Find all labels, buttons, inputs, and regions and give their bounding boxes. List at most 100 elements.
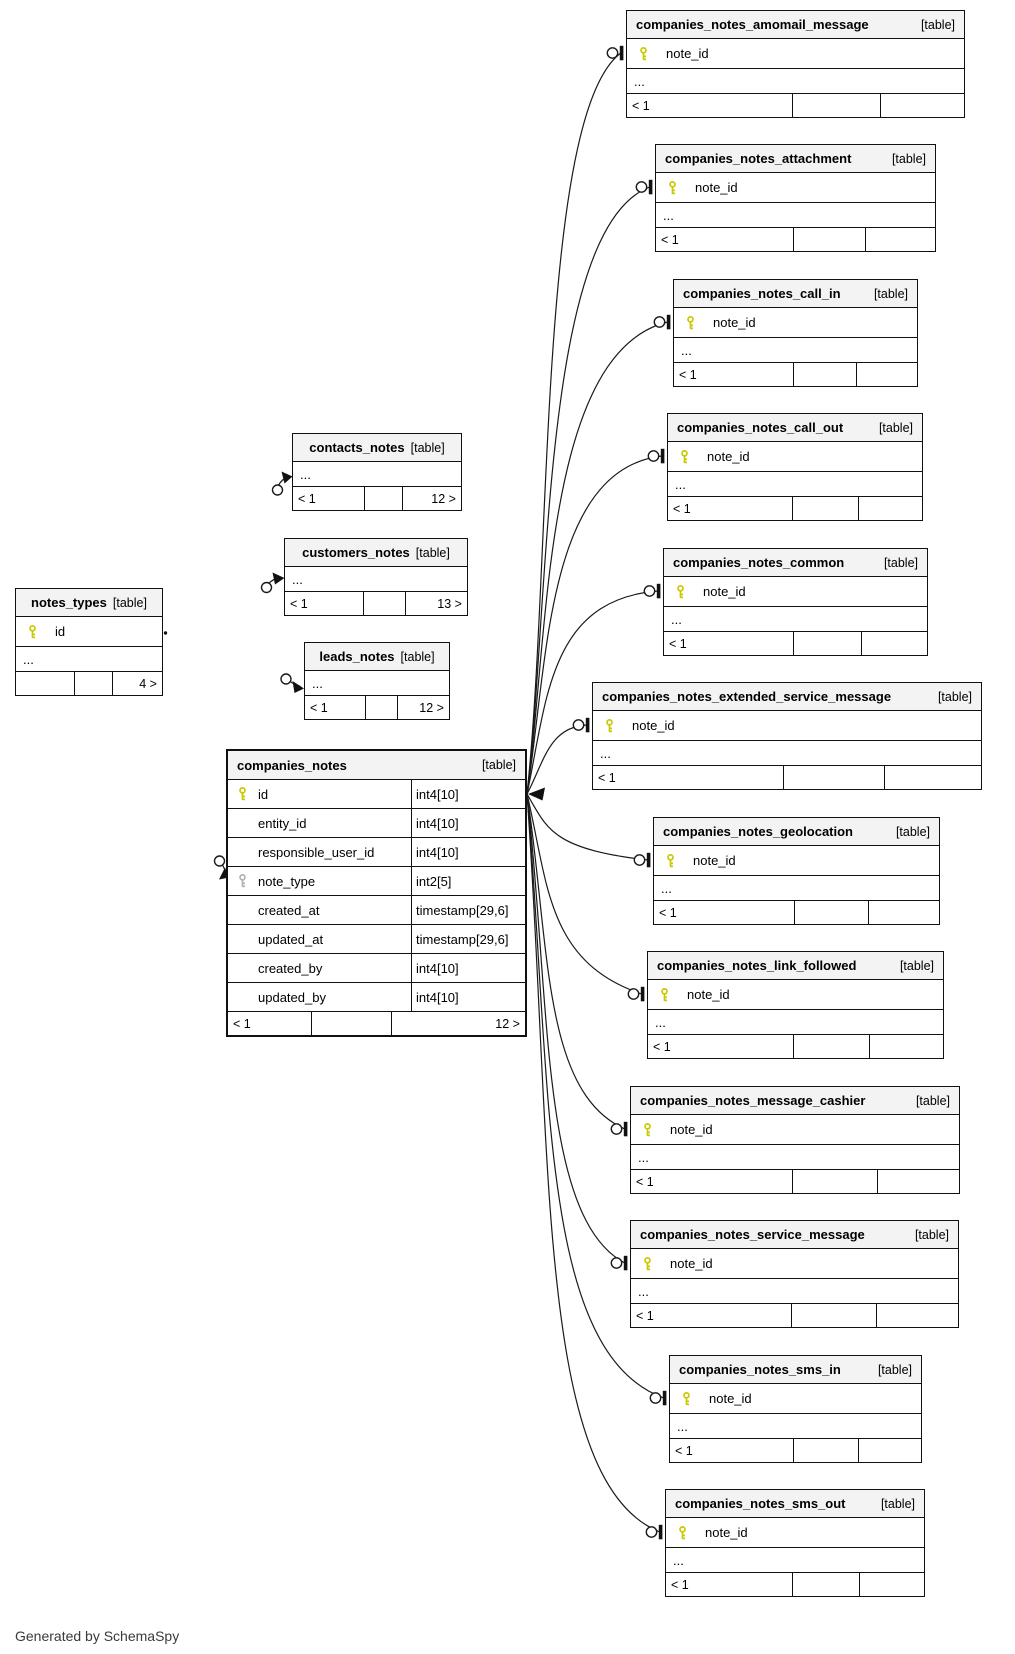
table-footer: < 1: [670, 1439, 921, 1462]
column-name: entity_id: [258, 815, 307, 831]
table-badge: [table]: [415, 545, 450, 560]
column-note_id[interactable]: note_id: [666, 1518, 924, 1548]
table-footer: 4 >: [16, 672, 162, 695]
table-badge: [table]: [400, 649, 435, 664]
table-companies_notes_call_out[interactable]: companies_notes_call_out [table] note_id…: [667, 413, 923, 521]
column-note_id[interactable]: note_id: [656, 173, 935, 203]
primary-key-icon: [27, 624, 42, 639]
footer-prev-link[interactable]: < 1: [675, 1443, 693, 1458]
footer-prev-link[interactable]: < 1: [636, 1174, 654, 1189]
table-name: companies_notes_sms_out: [675, 1496, 846, 1511]
footer-cell: [792, 1573, 859, 1596]
column-created_by[interactable]: created_by int4[10]: [228, 954, 525, 983]
table-footer: < 1: [593, 766, 981, 789]
footer-prev-link[interactable]: < 1: [290, 596, 308, 611]
table-footer: < 1 12 >: [293, 487, 461, 510]
column-updated_by[interactable]: updated_by int4[10]: [228, 983, 525, 1012]
column-note_id[interactable]: note_id: [670, 1384, 921, 1414]
column-note_type[interactable]: note_type int2[5]: [228, 867, 525, 896]
footer-prev-link[interactable]: < 1: [659, 905, 677, 920]
primary-key-icon: [681, 1391, 696, 1406]
table-footer: < 1: [668, 497, 922, 520]
column-id[interactable]: id int4[10]: [228, 780, 525, 809]
footer-next-link[interactable]: 13 >: [405, 592, 467, 615]
table-companies_notes_call_in[interactable]: companies_notes_call_in [table] note_id …: [673, 279, 918, 387]
column-type: int4[10]: [411, 954, 525, 982]
column-note_id[interactable]: note_id: [648, 980, 943, 1010]
column-created_at[interactable]: created_at timestamp[29,6]: [228, 896, 525, 925]
ellipsis-row: ...: [631, 1279, 958, 1304]
column-entity_id[interactable]: entity_id int4[10]: [228, 809, 525, 838]
footer-next-link[interactable]: 12 >: [402, 487, 461, 510]
table-companies_notes_service_message[interactable]: companies_notes_service_message [table] …: [630, 1220, 959, 1328]
table-companies_notes_link_followed[interactable]: companies_notes_link_followed [table] no…: [647, 951, 944, 1059]
table-customers_notes[interactable]: customers_notes [table] ... < 1 13 >: [284, 538, 468, 616]
footer-prev-link[interactable]: < 1: [679, 367, 697, 382]
footer-next-link[interactable]: 12 >: [397, 696, 449, 719]
table-header: leads_notes [table]: [305, 643, 449, 671]
column-note_id[interactable]: note_id: [664, 577, 927, 607]
table-badge: [table]: [410, 440, 445, 455]
table-companies_notes_common[interactable]: companies_notes_common [table] note_id .…: [663, 548, 928, 656]
column-note_id[interactable]: note_id: [627, 39, 964, 69]
footer-prev-link[interactable]: < 1: [598, 770, 616, 785]
table-name: companies_notes_service_message: [640, 1227, 865, 1242]
footer-prev-link[interactable]: < 1: [671, 1577, 689, 1592]
table-companies_notes_geolocation[interactable]: companies_notes_geolocation [table] note…: [653, 817, 940, 925]
fk-arrowhead: [528, 787, 545, 801]
table-contacts_notes[interactable]: contacts_notes [table] ... < 1 12 >: [292, 433, 462, 511]
footer-prev-link[interactable]: < 1: [310, 700, 328, 715]
footer-prev-link[interactable]: < 1: [632, 98, 650, 113]
table-companies_notes_extended_service_message[interactable]: companies_notes_extended_service_message…: [592, 682, 982, 790]
table-header: companies_notes_call_in [table]: [674, 280, 917, 308]
footer-prev-link[interactable]: < 1: [233, 1016, 251, 1031]
table-name: companies_notes_call_in: [683, 286, 841, 301]
column-note_id[interactable]: note_id: [631, 1115, 959, 1145]
table-companies_notes_attachment[interactable]: companies_notes_attachment [table] note_…: [655, 144, 936, 252]
table-companies_notes_message_cashier[interactable]: companies_notes_message_cashier [table] …: [630, 1086, 960, 1194]
primary-key-icon: [642, 1122, 657, 1137]
footer-cell: [792, 632, 861, 655]
footer-next-link[interactable]: 12 >: [391, 1012, 525, 1035]
footer-prev-link[interactable]: < 1: [669, 636, 687, 651]
footer-prev-link[interactable]: < 1: [661, 232, 679, 247]
table-leads_notes[interactable]: leads_notes [table] ... < 1 12 >: [304, 642, 450, 720]
column-note_id[interactable]: note_id: [593, 711, 981, 741]
footer-prev-link[interactable]: < 1: [636, 1308, 654, 1323]
table-footer: < 1: [674, 363, 917, 386]
column-updated_at[interactable]: updated_at timestamp[29,6]: [228, 925, 525, 954]
table-footer: < 1 13 >: [285, 592, 467, 615]
table-footer: < 1: [648, 1035, 943, 1058]
column-note_id[interactable]: note_id: [631, 1249, 958, 1279]
column-type: int2[5]: [411, 867, 525, 895]
footer-cell: [363, 487, 403, 510]
footer-next-link[interactable]: 4 >: [112, 672, 162, 695]
foreign-key-icon: [237, 874, 252, 888]
table-name: companies_notes_geolocation: [663, 824, 853, 839]
table-companies_notes_sms_in[interactable]: companies_notes_sms_in [table] note_id .…: [669, 1355, 922, 1463]
column-name: note_id: [709, 1391, 752, 1406]
primary-key-icon: [604, 718, 619, 733]
column-note_id[interactable]: note_id: [674, 308, 917, 338]
table-badge: [table]: [873, 286, 908, 301]
footer-cell: [365, 696, 397, 719]
table-companies_notes_sms_out[interactable]: companies_notes_sms_out [table] note_id …: [665, 1489, 925, 1597]
column-id[interactable]: id: [16, 617, 162, 647]
table-name: companies_notes_link_followed: [657, 958, 857, 973]
column-responsible_user_id[interactable]: responsible_user_id int4[10]: [228, 838, 525, 867]
ellipsis-row: ...: [293, 462, 461, 487]
footer-prev-link[interactable]: < 1: [673, 501, 691, 516]
footer-cell: [792, 94, 880, 117]
footer-prev-link[interactable]: < 1: [653, 1039, 671, 1054]
table-companies_notes[interactable]: companies_notes [table] id int4[10] enti…: [226, 749, 527, 1037]
table-header: customers_notes [table]: [285, 539, 467, 567]
edge-origin-dot: [163, 631, 168, 635]
table-companies_notes_amomail_message[interactable]: companies_notes_amomail_message [table] …: [626, 10, 965, 118]
table-name: companies_notes_call_out: [677, 420, 844, 435]
footer-prev-link[interactable]: < 1: [298, 491, 316, 506]
table-header: companies_notes_geolocation [table]: [654, 818, 939, 846]
column-note_id[interactable]: note_id: [654, 846, 939, 876]
column-note_id[interactable]: note_id: [668, 442, 922, 472]
table-notes_types[interactable]: notes_types [table] id ... 4 >: [15, 588, 163, 696]
ellipsis-row: ...: [593, 741, 981, 766]
